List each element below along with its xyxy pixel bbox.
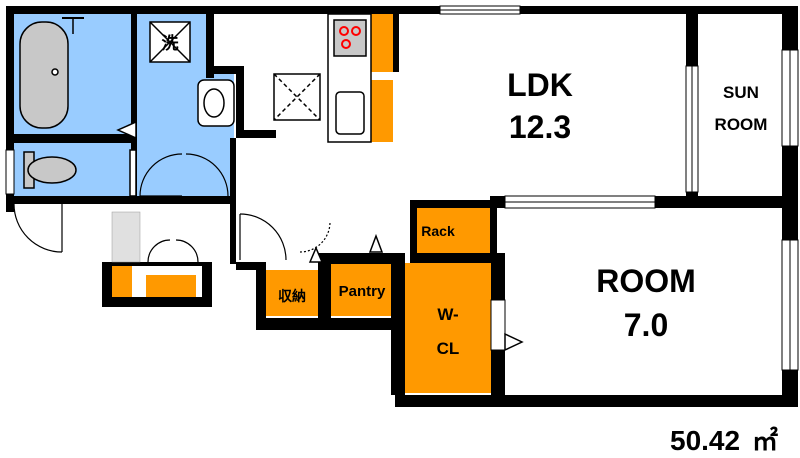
doors xyxy=(13,153,331,263)
room-size: 7.0 xyxy=(624,307,668,343)
area-unit: ㎡ xyxy=(752,426,778,456)
laundry-label: 洗 xyxy=(162,33,179,53)
sun-room-label-line2: ROOM xyxy=(715,115,768,134)
area-value: 50.42 xyxy=(670,425,740,456)
pantry-label: Pantry xyxy=(339,283,386,300)
entry-tiles xyxy=(111,211,141,263)
wcl-label-line1: W- xyxy=(437,305,458,324)
windows xyxy=(5,5,799,371)
toilet-bowl xyxy=(27,156,77,184)
stove xyxy=(333,19,367,57)
room-label: ROOM xyxy=(596,263,696,299)
fixtures xyxy=(19,13,524,352)
ldk-label: LDK xyxy=(507,67,573,103)
kitchen-counter-upper xyxy=(371,14,393,72)
rack-label: Rack xyxy=(421,223,455,239)
entry-shelf-left xyxy=(111,265,132,297)
ldk-size: 12.3 xyxy=(509,109,571,145)
walk-in-closet xyxy=(405,263,491,393)
wcl-label-line2: CL xyxy=(437,339,460,358)
kitchen-counter-lower xyxy=(371,80,393,142)
entry-shelf-right xyxy=(146,275,196,297)
sun-room-label-line1: SUN xyxy=(723,83,759,102)
kitchen-sink xyxy=(335,91,365,135)
storage-closet xyxy=(266,270,318,316)
rack-area xyxy=(417,208,490,253)
bathtub xyxy=(19,21,69,129)
storage-areas xyxy=(111,14,491,393)
pantry-area xyxy=(331,264,394,316)
storage-label: 収納 xyxy=(278,288,306,304)
